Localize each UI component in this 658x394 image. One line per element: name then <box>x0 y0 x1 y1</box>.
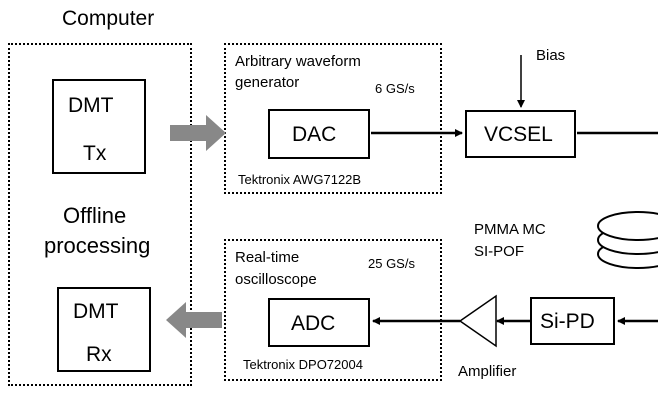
computer-box <box>8 43 192 386</box>
dmt-rx-box: DMT Rx <box>57 287 151 372</box>
dmt-rx-line2: Rx <box>86 343 112 366</box>
dmt-rx-line1: DMT <box>73 300 119 323</box>
sipd-label: Si-PD <box>540 310 595 333</box>
awg-box <box>224 43 442 194</box>
vcsel-box: VCSEL <box>465 110 576 158</box>
awg-title-line1: Arbitrary waveform <box>235 53 361 70</box>
offline-label-line2: processing <box>44 233 151 258</box>
offline-label-line1: Offline <box>63 203 127 228</box>
scope-model: Tektronix DPO72004 <box>243 357 363 372</box>
dmt-tx-box: DMT Tx <box>52 79 146 174</box>
dmt-tx-line1: DMT <box>68 94 114 117</box>
fiber-label-line1: PMMA MC <box>474 221 546 238</box>
scope-title-line2: oscilloscope <box>235 271 317 288</box>
gray-arrow-left <box>166 302 222 338</box>
vcsel-label: VCSEL <box>484 123 553 146</box>
awg-title-line2: generator <box>235 74 300 91</box>
dac-box: DAC <box>268 109 370 159</box>
fiber-coil-icon <box>597 211 658 269</box>
computer-title: Computer <box>62 7 155 30</box>
dac-label: DAC <box>292 123 337 146</box>
fiber-label-line2: SI-POF <box>474 243 525 260</box>
scope-rate: 25 GS/s <box>368 256 415 271</box>
bias-label: Bias <box>536 47 566 64</box>
adc-label: ADC <box>291 312 336 335</box>
amplifier-icon <box>458 294 497 348</box>
awg-rate: 6 GS/s <box>375 81 415 96</box>
scope-title-line1: Real-time <box>235 249 300 266</box>
adc-box: ADC <box>268 298 370 347</box>
gray-arrow-right <box>170 115 226 151</box>
awg-model: Tektronix AWG7122B <box>238 172 362 187</box>
amplifier-label: Amplifier <box>458 363 517 380</box>
sipd-box: Si-PD <box>530 297 615 345</box>
scope-box <box>224 239 442 381</box>
dmt-tx-line2: Tx <box>83 142 107 165</box>
